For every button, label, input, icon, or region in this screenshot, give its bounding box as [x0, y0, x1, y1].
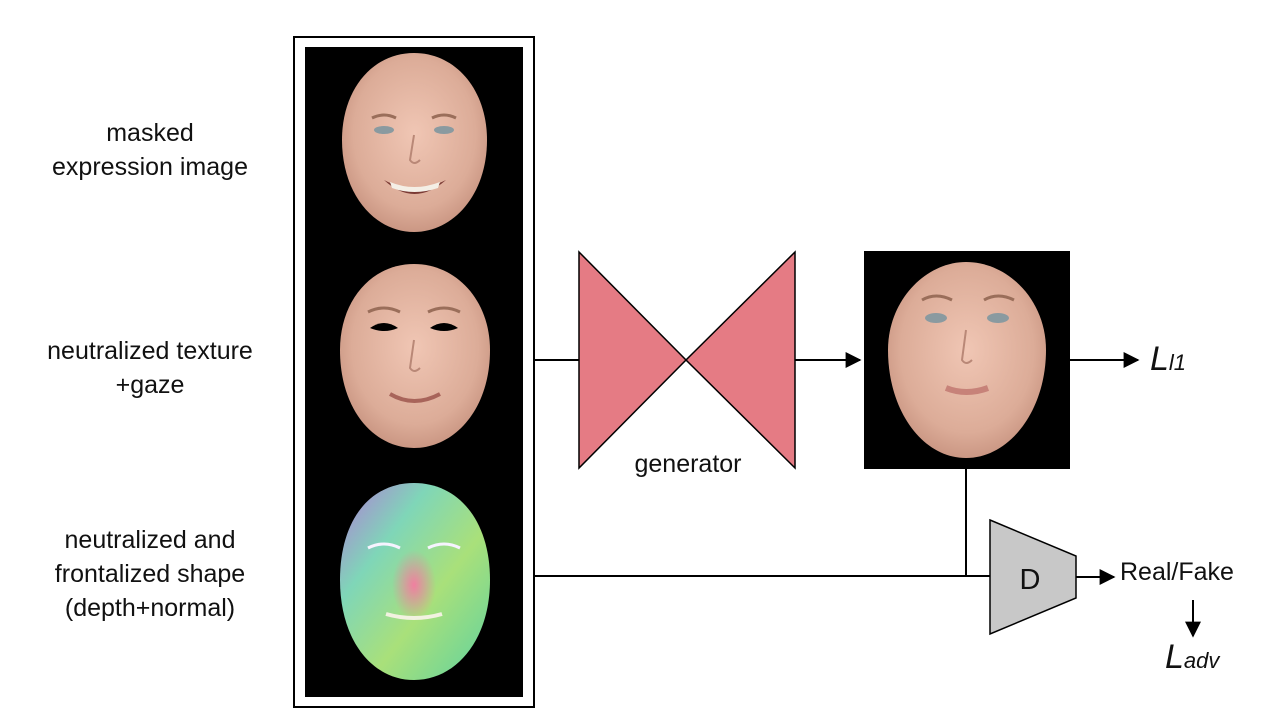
loss-adv-label: Ladv — [1165, 638, 1220, 676]
generator-decoder — [684, 250, 796, 470]
face-expression-image — [342, 53, 487, 232]
label-masked-expression-image: masked expression image — [52, 119, 248, 181]
real-fake-label: Real/Fake — [1120, 558, 1234, 586]
discriminator — [989, 518, 1077, 636]
label-neutralized-frontalized-shape: neutralized and frontalized shape (depth… — [54, 526, 246, 622]
face-shape-depth-normal — [340, 483, 490, 680]
discriminator-label: D — [1019, 564, 1041, 596]
face-neutralized-texture — [340, 264, 490, 448]
generator-encoder — [578, 250, 688, 470]
face-output-image — [888, 262, 1046, 458]
generator-label: generator — [634, 450, 742, 478]
label-neutralized-texture-gaze: neutralized texture +gaze — [47, 337, 253, 399]
loss-l1-label: Ll1 — [1150, 340, 1187, 378]
